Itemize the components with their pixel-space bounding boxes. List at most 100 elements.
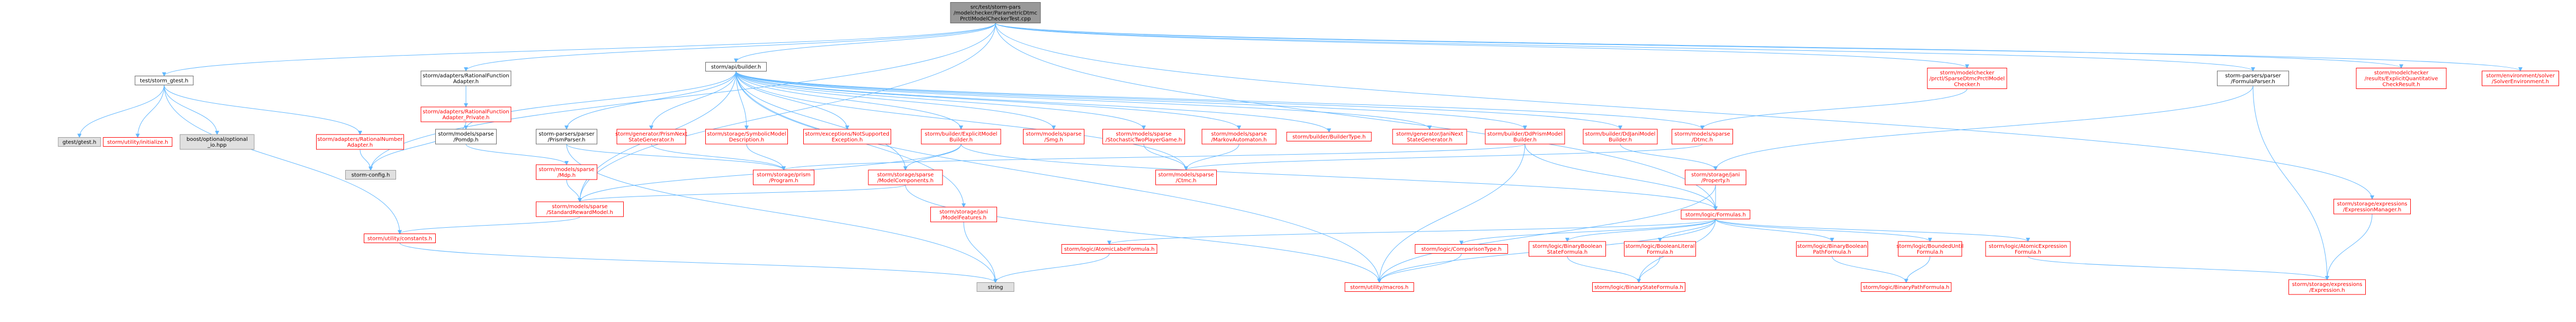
node-label: storm/modelchecker [2374,70,2429,76]
node-box [58,137,101,147]
node-binaryState[interactable]: storm/logic/BinaryStateFormula.h [1592,282,1685,292]
edge-apibuilder-to-builderType [735,71,1331,133]
node-string[interactable]: string [976,282,1015,292]
node-label: storm/storage/jani [1691,172,1740,178]
edge-exprManager-to-storageExpr [2325,213,2373,280]
edge-logicFormulas-to-atomicLabel [1107,219,1716,245]
node-label: storm/utility/constants.h [367,236,432,242]
node-label: /Property.h [1701,178,1730,184]
node-box [1155,169,1217,185]
node-sparseComponents[interactable]: storm/storage/sparse/ModelComponents.h [868,169,943,185]
node-janiFeatures[interactable]: storm/storage/jani/ModelFeatures.h [930,207,997,222]
node-root[interactable]: src/test/storm-pars/modelchecker/Paramet… [950,2,1041,23]
edge-apibuilder-to-sparseCtmc2 [735,71,1188,171]
node-label: StateGenerator.h [629,137,674,143]
node-gtest[interactable]: test/storm_gtest.h [134,76,194,85]
node-label: /SolverEnvironment.h [2492,79,2549,85]
edge-logicFormulas-to-boundedUntil [1715,219,1932,242]
node-builderType[interactable]: storm/builder/BuilderType.h [1286,132,1372,141]
node-prismParser[interactable]: storm-parsers/parser/PrismParser.h [536,129,597,145]
node-stormConfig[interactable]: storm-config.h [345,170,396,180]
node-logicFormulas[interactable]: storm/logic/Formulas.h [1681,210,1751,219]
node-label: storm/storage/expressions [2292,282,2363,288]
node-utilConstants[interactable]: storm/utility/constants.h [364,234,436,243]
node-utilInit[interactable]: storm/utility/initialize.h [103,137,173,147]
node-gtestH[interactable]: gtest/gtest.h [58,137,101,147]
edge-logicFormulas-to-atomicExpr [1715,219,2030,242]
edge-root-to-stormConfig [369,23,996,171]
edge-adapterRNA-to-stormConfig [360,149,373,171]
node-label: src/test/storm-pars [971,5,1021,11]
node-prismNextGen[interactable]: storm/generator/PrismNextStateGenerator.… [615,129,687,145]
node-label: storm/models/sparse [1116,131,1171,137]
node-box [420,106,511,122]
node-solverEnv[interactable]: storm/environment/solver/SolverEnvironme… [2482,70,2559,86]
node-sparseSmg[interactable]: storm/models/sparse/Smg.h [1023,129,1084,145]
node-boostOpt[interactable]: boost/optional/optional_io.hpp [179,134,255,150]
node-label: /FormulaParser.h [2231,79,2275,85]
edge-sparseComponents-to-utilMacros [905,184,1381,283]
node-sparseHmdp[interactable]: storm/models/sparse/Pomdp.h [435,129,497,145]
node-box [921,129,1001,145]
node-box [536,129,597,145]
node-label: Formula.h [1917,249,1943,255]
node-sparseCtmc2[interactable]: storm/models/sparse/Ctmc.h [1155,169,1217,185]
node-utilMacros[interactable]: storm/utility/macros.h [1344,282,1414,292]
node-storageExpr[interactable]: storm/storage/expressions/Expression.h [2288,279,2366,295]
edge-apibuilder-to-sparseSmg [735,71,1056,130]
node-label: storm/adapters/RationalFunction [423,109,509,115]
edge-root-to-explicitQCR [995,23,2403,69]
node-binaryPath[interactable]: storm/logic/BinaryPathFormula.h [1861,282,1952,292]
node-formulaParser[interactable]: storm-parsers/parser/FormulaParser.h [2217,70,2289,86]
node-label: storm/models/sparse [438,131,493,137]
node-explicitQCR[interactable]: storm/modelchecker/results/ExplicitQuant… [2356,68,2447,89]
node-adapterRFAPriv[interactable]: storm/adapters/RationalFunctionAdapter_P… [420,106,511,122]
node-box [1102,129,1185,145]
node-comparisonType[interactable]: storm/logic/ComparisonType.h [1415,244,1508,254]
edge-apibuilder-to-symbolicDesc [735,71,749,130]
node-label: /modelchecker/ParametricDtmc [954,11,1037,16]
node-label: storm/logic/AtomicExpression [1989,244,2067,249]
node-box [2217,70,2289,86]
edge-boolLiteral-to-binaryState [1637,256,1661,283]
node-label: storm/logic/BinaryBoolean [1797,244,1867,249]
node-box [103,137,173,147]
edge-sparseComponents-to-standardReward [578,184,906,202]
node-box [1681,210,1751,219]
node-standardReward[interactable]: storm/models/sparse/StandardRewardModel.… [536,201,624,217]
node-box [1529,241,1606,257]
node-storagePrism[interactable]: storm/storage/prism/Program.h [753,169,814,185]
node-exprManager[interactable]: storm/storage/expressions/ExpressionMana… [2333,199,2411,214]
node-label: storm/adapters/RationalFunction [423,73,509,79]
node-sparseDtmc[interactable]: storm/models/sparse/Dtmc.h [1672,129,1733,145]
node-label: /MarkovAutomaton.h [1211,137,1267,143]
node-sparseMdp[interactable]: storm/models/sparse/Mdp.h [536,164,597,180]
edge-janiFeatures-to-string [963,221,998,283]
node-markovAut[interactable]: storm/models/sparse/MarkovAutomaton.h [1201,129,1277,145]
node-label: storm/models/sparse [538,167,594,173]
node-stochasticTwo[interactable]: storm/models/sparse/StochasticTwoPlayerG… [1102,129,1185,145]
node-mcprctl[interactable]: storm/modelchecker/prctl/SparseDtmcPrctl… [1927,68,2007,89]
node-box [1985,241,2071,257]
node-label: /Program.h [769,178,798,184]
node-box [1685,169,1746,185]
edge-prismParser-to-storagePrism [566,144,786,171]
node-box [1796,241,1868,257]
node-box [1201,129,1277,145]
node-janiProperty[interactable]: storm/storage/jani/Property.h [1685,169,1746,185]
node-apibuilder[interactable]: storm/api/builder.h [705,62,767,71]
node-atomicLabel[interactable]: storm/logic/AtomicLabelFormula.h [1061,244,1157,254]
